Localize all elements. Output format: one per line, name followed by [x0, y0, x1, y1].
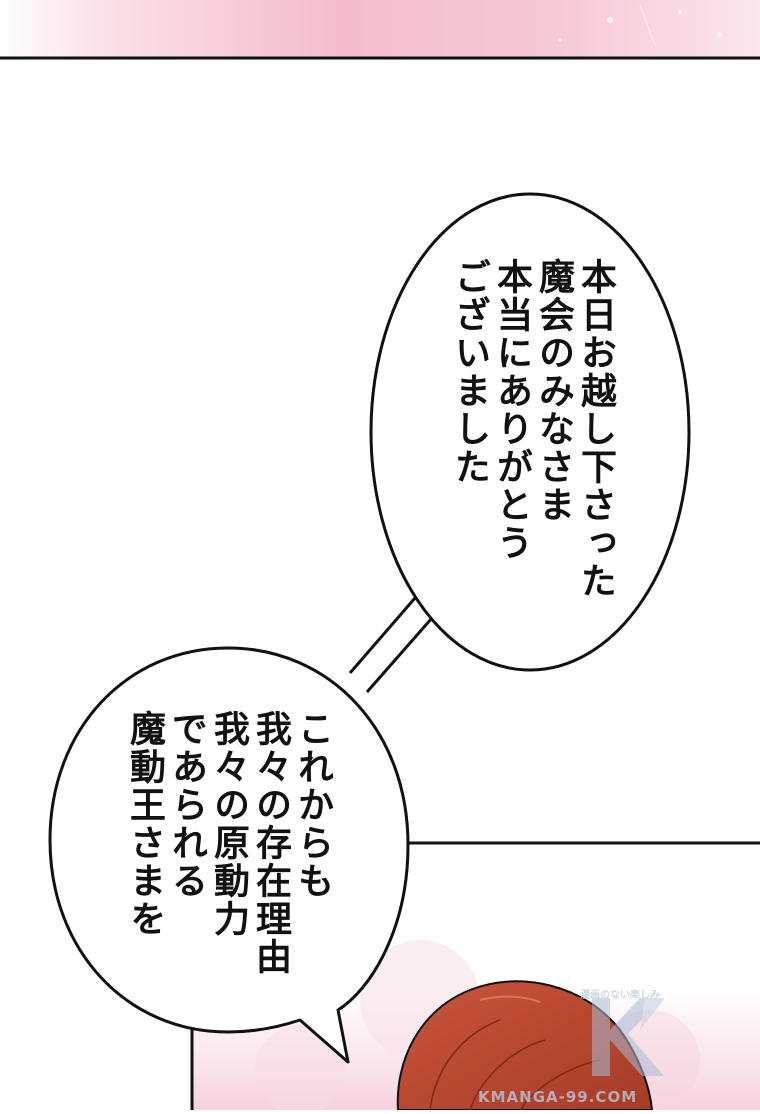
watermark-logo [592, 998, 665, 1076]
speech-bubble-1 [369, 192, 691, 672]
bubble-2-line: 我々の存在理由 [250, 710, 291, 976]
bubble-2-line: 魔動王さまを [124, 710, 165, 938]
bubble-1-line: 本日お越し下さった [575, 258, 616, 600]
bubble-2-line: これからも [292, 710, 333, 900]
bubble-connector [348, 597, 434, 693]
bubble-2-line: であられる [166, 710, 207, 900]
bubble-2-text: これからも 我々の存在理由 我々の原動力 であられる 魔動王さまを [123, 710, 333, 976]
bubble-2-line: 我々の原動力 [208, 710, 249, 938]
watermark-tagline: 漫画のない楽しみ [580, 990, 660, 1001]
watermark-domain: KMANGA-99.COM [478, 1088, 638, 1106]
bubble-1-line: ございました [449, 258, 490, 486]
bubble-1-text: 本日お越し下さった 魔会のみなさま 本当にありがとう ございました [448, 258, 616, 600]
bubble-1-line: 魔会のみなさま [533, 258, 574, 524]
bubble-1-line: 本当にありがとう [491, 258, 532, 562]
speech-bubble-2 [48, 646, 410, 1064]
top-panel-strip [0, 0, 760, 60]
